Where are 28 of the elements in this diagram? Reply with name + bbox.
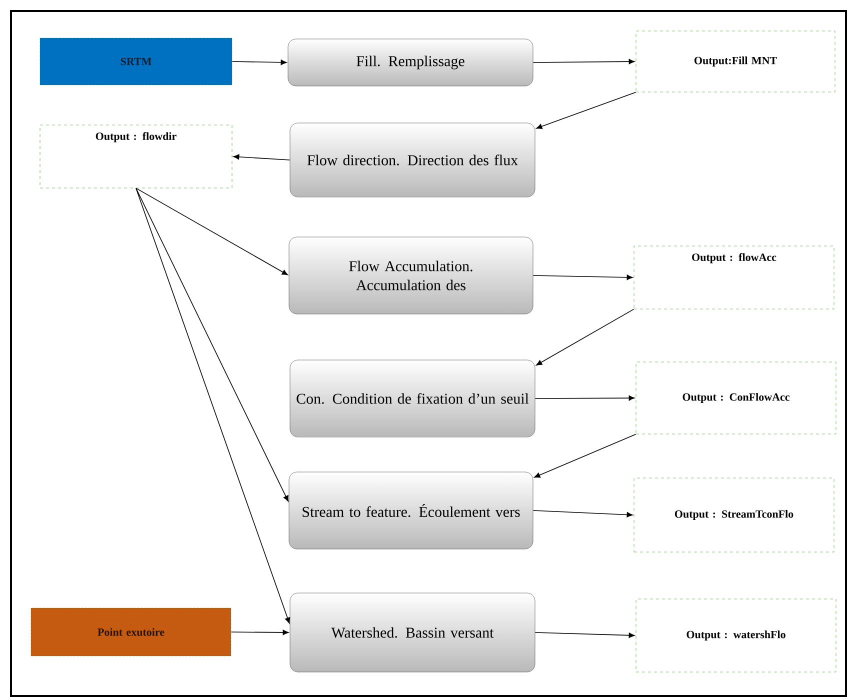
arrow: [534, 434, 636, 478]
process-box: Fill. Remplissage: [288, 38, 534, 86]
process-box: Watershed. Bassin versant: [290, 592, 536, 672]
arrow: [532, 274, 633, 280]
arrow: [532, 510, 633, 518]
process-box: Stream to feature. Écoulement vers: [288, 472, 534, 550]
arrow: [233, 154, 290, 160]
arrow: [536, 308, 634, 366]
process-box: Con. Condition de fixation d’un seuil: [290, 360, 536, 438]
arrow: [136, 188, 289, 502]
process-box: Flow Accumulation. Accumulation des: [288, 236, 534, 314]
process-box: Flow direction. Direction des flux: [290, 122, 536, 198]
arrow: [232, 60, 287, 66]
arrow: [534, 632, 635, 638]
arrow: [136, 188, 288, 276]
arrow: [536, 92, 636, 130]
arrow: [136, 188, 290, 624]
arrow: [230, 630, 289, 636]
output-box: Output : flowAcc: [634, 246, 834, 310]
output-box: Output : ConFlowAcc: [636, 362, 836, 434]
input-box: Point exutoire: [30, 608, 232, 656]
input-box: SRTM: [40, 38, 232, 86]
output-box: Output : flowdir: [40, 124, 232, 188]
arrow: [534, 395, 635, 401]
output-box: Output : watershFlo: [636, 598, 836, 672]
output-box: Output:Fill MNT: [636, 30, 836, 92]
arrow: [532, 58, 635, 64]
output-box: Output : StreamTconFlo: [634, 478, 834, 552]
